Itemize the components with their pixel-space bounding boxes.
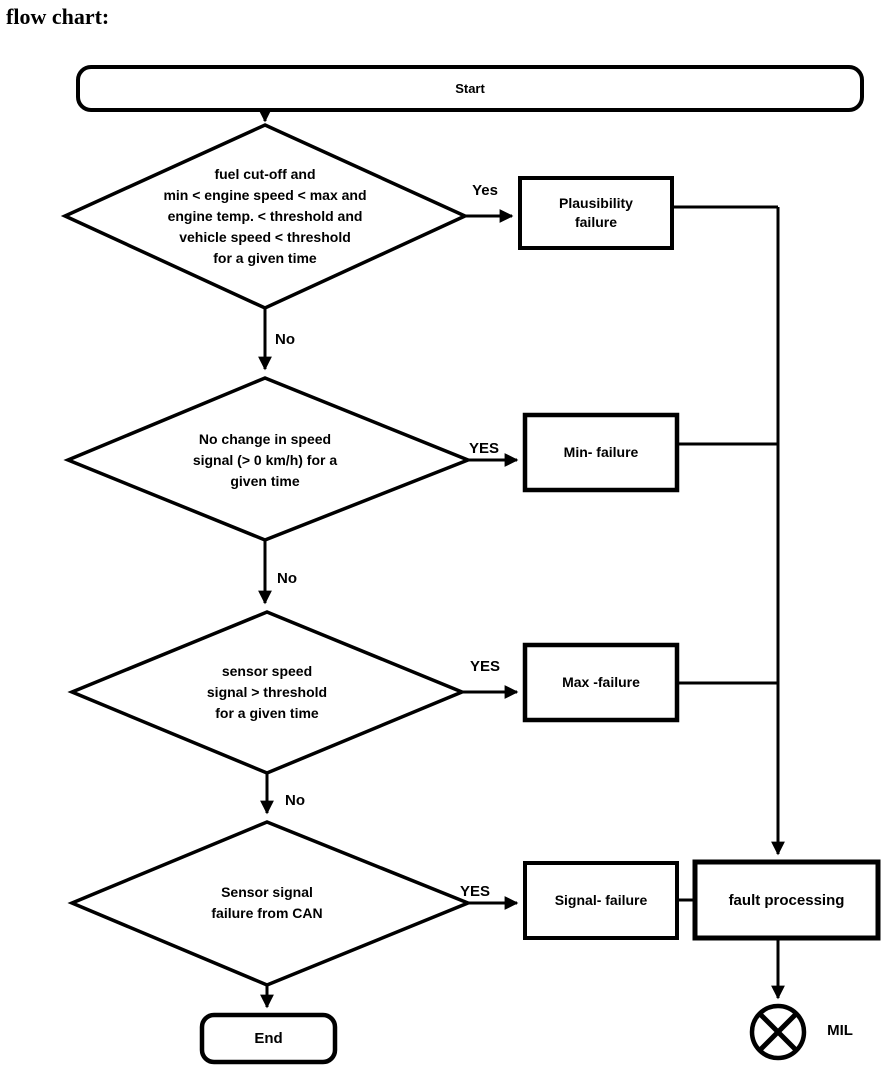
- start-node-label: Start: [455, 81, 485, 96]
- fault-processing-label: fault processing: [728, 891, 845, 909]
- start-node: [76, 65, 864, 112]
- plausibility-failure-label: Plausibility failure: [559, 195, 633, 230]
- edge-label-max-yes: YES: [469, 658, 500, 675]
- edge-label-min-no: No: [277, 570, 297, 587]
- page-title: flow chart:: [6, 4, 110, 29]
- decision-max-label: sensor speed signal > threshold for a gi…: [206, 662, 328, 721]
- signal-failure-box: [523, 861, 679, 940]
- decision-min-label: No change in speed signal (> 0 km/h) for…: [192, 430, 338, 489]
- min-failure-label: Min- failure: [563, 444, 639, 460]
- plausibility-failure-box: [518, 176, 674, 250]
- edge-label-max-no: No: [285, 792, 305, 809]
- fault-processing-box: [692, 859, 881, 941]
- mil-label: MIL: [827, 1022, 853, 1039]
- edge-label-plausibility-no: No: [275, 331, 295, 348]
- edge-label-plausibility-yes: Yes: [472, 182, 498, 199]
- mil-lamp-icon: [749, 1003, 807, 1061]
- signal-failure-label: Signal- failure: [554, 892, 648, 908]
- edge-label-signal-yes: YES: [459, 883, 490, 900]
- max-failure-label: Max -failure: [562, 674, 640, 690]
- max-failure-box: [522, 642, 680, 723]
- decision-plausibility-label: fuel cut-off and min < engine speed < ma…: [163, 165, 367, 266]
- min-failure-box: [522, 412, 680, 493]
- decision-signal-label: Sensor signal failure from CAN: [211, 884, 323, 921]
- end-node: [199, 1012, 338, 1065]
- edge-label-min-yes: YES: [468, 440, 499, 457]
- end-node-label: End: [254, 1030, 283, 1047]
